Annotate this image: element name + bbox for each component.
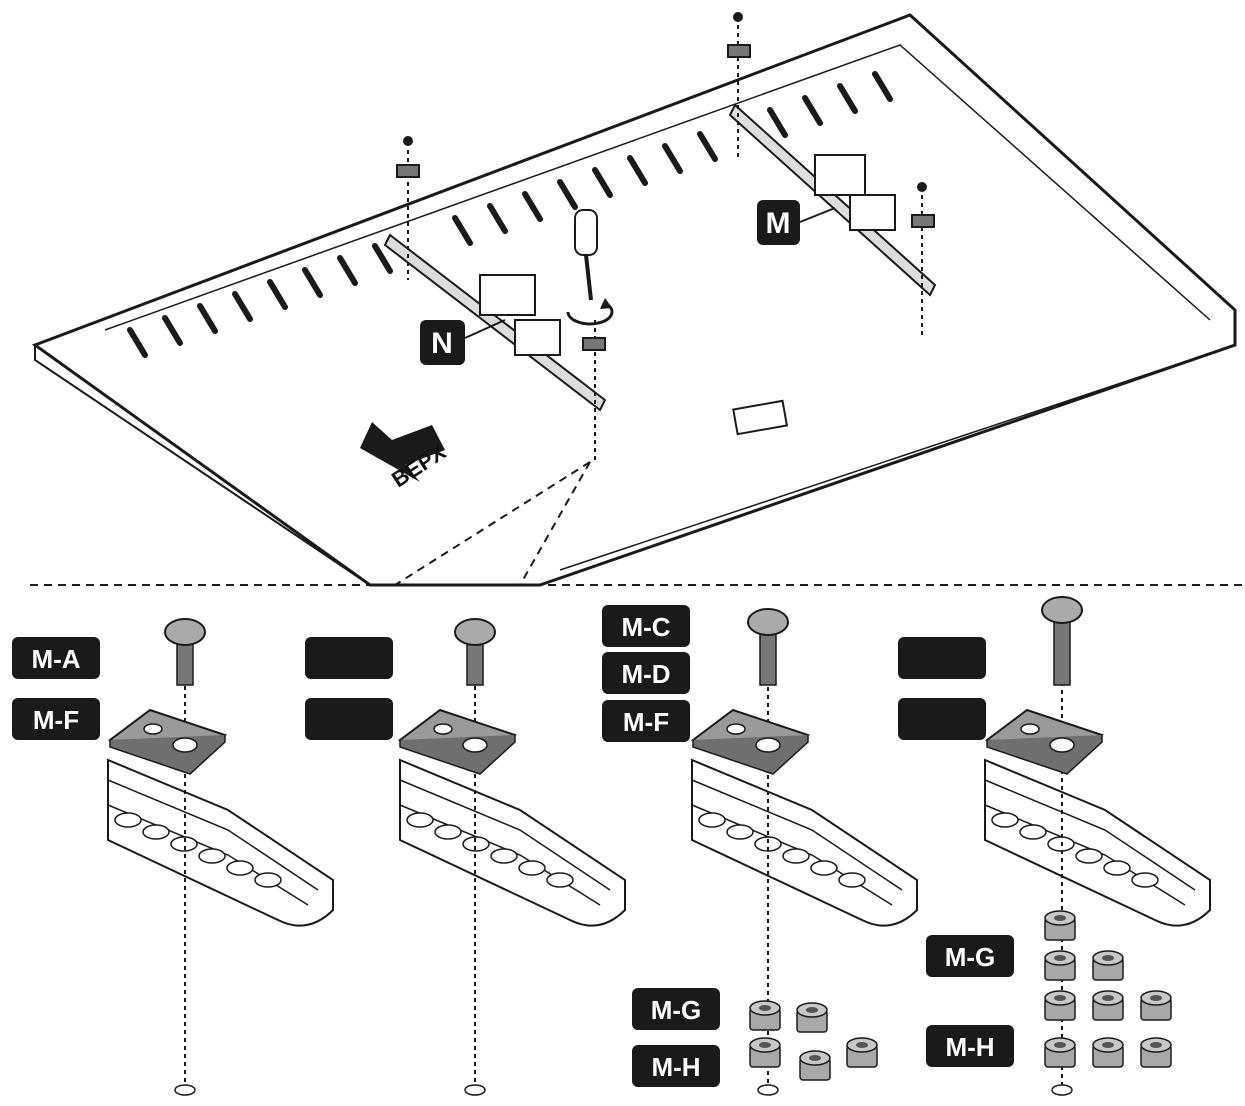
label-mh-4: M-H	[926, 1025, 1014, 1067]
screw-icon	[747, 608, 789, 686]
label-mg-4: M-G	[926, 935, 1014, 977]
svg-text:M-F: M-F	[623, 707, 669, 737]
detail-2	[305, 618, 626, 1096]
bracket-n	[383, 233, 607, 412]
detail-3: M-C M-D M-F M-G M-H	[602, 605, 918, 1096]
screwdriver-icon	[566, 209, 614, 326]
vent-slots	[127, 71, 893, 358]
label-mg-3: M-G	[632, 988, 720, 1030]
svg-text:M-H: M-H	[945, 1032, 994, 1062]
label-blank-2b	[305, 698, 393, 740]
label-mc: M-C	[602, 605, 690, 647]
label-blank-4b	[898, 698, 986, 740]
tv-back-panel	[31, 13, 1237, 587]
svg-text:M-C: M-C	[621, 612, 670, 642]
svg-text:M-G: M-G	[651, 995, 702, 1025]
screw-icon	[1041, 596, 1083, 686]
label-md: M-D	[602, 652, 690, 694]
top-hardware	[396, 12, 935, 460]
screw-icon	[164, 618, 206, 686]
svg-text:M-G: M-G	[945, 942, 996, 972]
screw-icon	[454, 618, 496, 686]
zoom-lines	[30, 461, 1245, 586]
detail-1: M-A M-F	[12, 618, 334, 1096]
detail-4: M-G M-H	[898, 596, 1211, 1096]
label-blank-2a	[305, 637, 393, 679]
svg-text:M-F: M-F	[33, 705, 79, 735]
svg-text:M-D: M-D	[621, 659, 670, 689]
label-ma: M-A	[12, 637, 100, 679]
label-blank-4a	[898, 637, 986, 679]
label-m: M	[757, 200, 800, 245]
svg-text:M-A: M-A	[31, 644, 80, 674]
spacer-group-3	[749, 1000, 878, 1081]
label-mf-1: M-F	[12, 698, 100, 740]
label-n: N	[420, 320, 465, 365]
svg-text:M-H: M-H	[651, 1052, 700, 1082]
label-mf-3: M-F	[602, 700, 690, 742]
label-mh-3: M-H	[632, 1045, 720, 1087]
svg-text:M: M	[766, 207, 791, 240]
svg-text:N: N	[431, 327, 453, 360]
spacer-group-4	[1044, 910, 1172, 1068]
bracket-m	[728, 103, 937, 297]
